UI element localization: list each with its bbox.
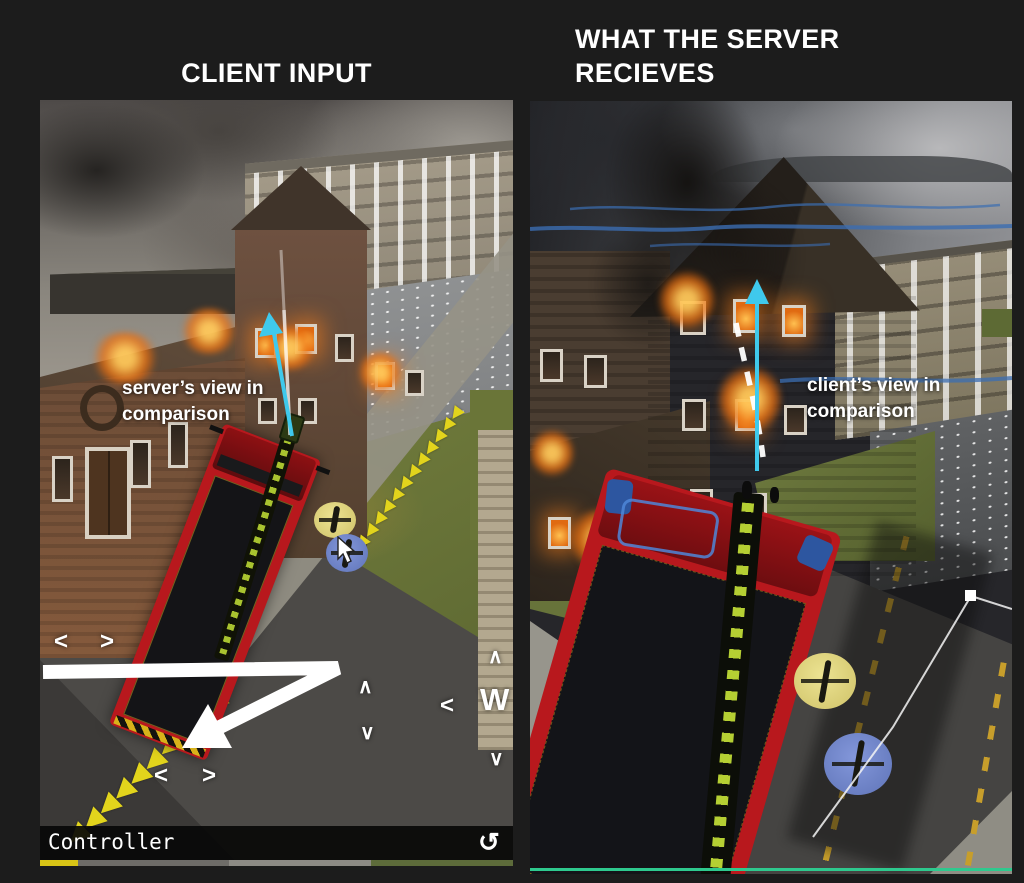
yellow-lever-button[interactable] (314, 502, 356, 538)
client-input-screenshot: ◀◀◀◀◀◀◀◀◀◀◀◀ ◀◀◀◀◀◀◀◀◀◀ (40, 100, 513, 866)
server-aim-arrowhead (259, 312, 283, 337)
firefighter-figure (742, 481, 752, 499)
sky-streak (569, 203, 1001, 212)
fire (530, 427, 574, 479)
controller-toolbar: Controller ↺ (40, 826, 513, 860)
window (168, 422, 188, 468)
building-door (85, 447, 131, 539)
window (130, 440, 151, 488)
stone-wall (478, 430, 513, 750)
server-view-screenshot: client’s view in comparison (530, 101, 1012, 874)
right-annotation-line2: comparison (807, 401, 915, 422)
left-annotation-line2: comparison (122, 404, 230, 425)
sky-streak (530, 224, 1012, 232)
server-aim-arrowhead (745, 279, 769, 304)
window (682, 399, 706, 431)
scene-strip (40, 860, 513, 866)
fire (658, 269, 716, 331)
lever-icon (832, 762, 884, 766)
right-annotation-line1: client’s view in (807, 375, 941, 396)
lever-icon (801, 679, 849, 683)
key-hint-left: < (54, 628, 69, 655)
key-hint-right: > (100, 628, 115, 655)
key-hint-left: < (154, 762, 169, 789)
firefighter-figure (770, 487, 779, 503)
hedge (982, 309, 1012, 337)
left-annotation-line1: server’s view in (122, 378, 264, 399)
window (52, 456, 73, 502)
window (405, 370, 424, 396)
sky-streak (779, 376, 1012, 383)
fire (88, 332, 162, 384)
window (733, 299, 759, 333)
drawn-arrow-overlay (42, 661, 342, 748)
key-hint-down: ∨ (489, 748, 504, 770)
water-stream-faint (279, 249, 286, 311)
aim-overlay (733, 279, 1012, 838)
left-annotation: server’s view in comparison (122, 376, 264, 428)
right-panel-title: WHAT THE SERVER RECIEVES (575, 24, 840, 88)
client-aim-dashed-line (733, 322, 766, 458)
drawn-arrowhead (182, 704, 232, 748)
server-aim-arrow (271, 327, 294, 437)
key-hint-up: ∧ (488, 646, 503, 668)
window (258, 398, 277, 424)
waypoint-line (812, 594, 1012, 838)
blue-streaks-overlay (530, 203, 1012, 383)
round-window (80, 385, 124, 431)
drawn-arrow-shaft (42, 661, 342, 734)
left-panel-title: CLIENT INPUT (181, 58, 372, 88)
reset-icon[interactable]: ↺ (478, 827, 500, 857)
controller-label: Controller (48, 830, 175, 854)
mouse-cursor-icon (337, 536, 356, 564)
waypoint-node (965, 590, 976, 601)
key-hint-w: W (480, 682, 510, 717)
key-hint-left: < (440, 692, 455, 719)
window (784, 405, 807, 435)
fire (356, 352, 404, 392)
fire (178, 308, 240, 354)
key-hint-down: ∨ (360, 722, 375, 744)
window (335, 334, 354, 362)
lever-icon (319, 518, 351, 522)
right-annotation: client’s view in comparison (807, 373, 940, 425)
window (782, 305, 806, 337)
sky-streak (649, 242, 831, 248)
key-hint-right: > (202, 762, 217, 789)
aim-overlay (259, 249, 294, 437)
key-hint-up: ∧ (358, 676, 373, 698)
yellow-lever-button[interactable] (794, 653, 856, 709)
progress-bar (530, 868, 1012, 871)
window (584, 355, 607, 388)
window (540, 349, 563, 382)
